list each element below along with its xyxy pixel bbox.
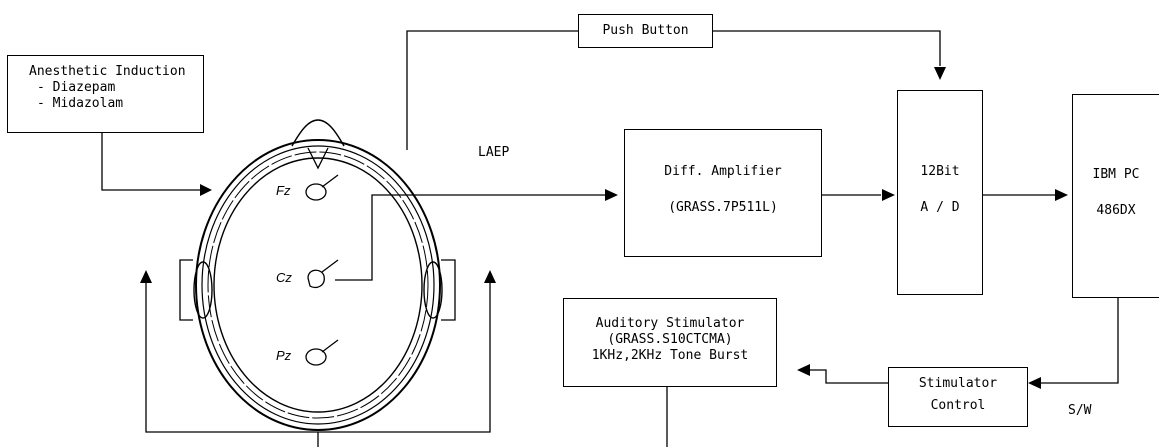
auditory-tone: 1KHz,2KHz Tone Burst (564, 348, 776, 364)
auditory-model: (GRASS.S10CTCMA) (564, 332, 776, 348)
auditory-stimulator-box: Auditory Stimulator (GRASS.S10CTCMA) 1KH… (563, 298, 777, 387)
auditory-name: Auditory Stimulator (564, 316, 776, 332)
arrowhead (605, 189, 618, 201)
amplifier-box: Diff. Amplifier (GRASS.7P511L) (624, 129, 822, 257)
right-ear-bracket (441, 260, 455, 320)
pushbutton-to-adc-line (713, 31, 940, 66)
arrowhead (140, 270, 152, 283)
drug-item-diazepam: - Diazepam (37, 80, 203, 96)
adc-resolution: 12Bit (898, 164, 982, 180)
pc-cpu: 486DX (1073, 203, 1159, 219)
electrode-label-pz: Pz (276, 348, 291, 363)
electrode-to-amplifier-line (335, 195, 605, 280)
head-to-pushbutton-line (407, 31, 578, 150)
amplifier-name: Diff. Amplifier (625, 164, 821, 180)
arrowhead (934, 67, 946, 80)
laep-label: LAEP (478, 145, 509, 161)
electrode-cz (308, 270, 324, 287)
anesthetic-induction-box: Anesthetic Induction - Diazepam - Midazo… (7, 55, 204, 133)
arrowhead (1055, 189, 1068, 201)
control-line2: Control (889, 398, 1027, 414)
drug-item-midazolam: - Midazolam (37, 96, 203, 112)
control-line1: Stimulator (889, 376, 1027, 392)
electrode-label-cz: Cz (276, 270, 292, 285)
arrowhead (797, 364, 810, 376)
pc-name: IBM PC (1073, 167, 1159, 183)
stimulator-control-box: Stimulator Control (888, 367, 1028, 427)
arrowhead (200, 184, 212, 196)
electrode-label-fz: Fz (276, 183, 290, 198)
push-button-box: Push Button (578, 14, 713, 48)
push-button-label: Push Button (602, 23, 688, 38)
pc-box: IBM PC 486DX (1072, 94, 1159, 298)
sw-label: S/W (1068, 403, 1091, 419)
control-to-auditory-line (810, 370, 888, 383)
anesthetic-title: Anesthetic Induction (29, 64, 203, 80)
adc-box: 12Bit A / D (897, 90, 983, 295)
anesthesia-to-head-line (102, 132, 200, 190)
amplifier-model: (GRASS.7P511L) (625, 200, 821, 216)
arrowhead (484, 270, 496, 283)
adc-label: A / D (898, 200, 982, 216)
arrowhead (882, 189, 895, 201)
pc-to-control-line (1040, 298, 1118, 383)
arrowhead (1028, 377, 1041, 389)
left-ear-bracket (180, 260, 193, 320)
